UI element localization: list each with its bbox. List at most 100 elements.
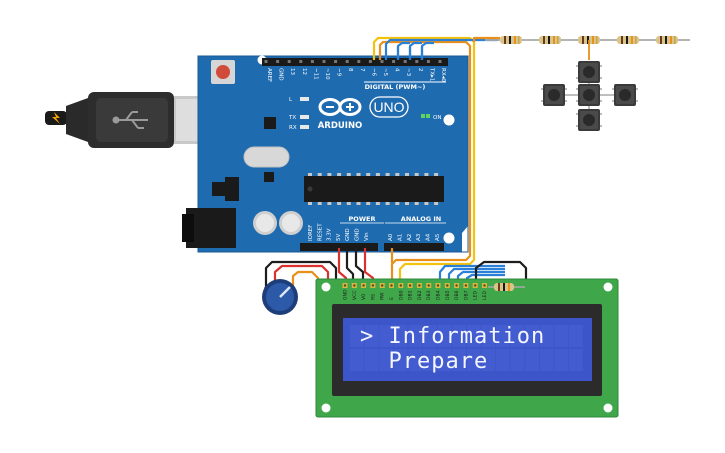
lcd-pin-label: V0 — [361, 294, 367, 300]
power-pin-label: 5V — [336, 234, 342, 241]
digital-pin-label: AREF — [266, 68, 272, 82]
chip-leg — [346, 202, 351, 205]
model-badge: UNO — [369, 96, 409, 118]
digital-pin-label: RX◂0 — [440, 68, 446, 82]
digital-pin — [415, 60, 419, 63]
chip-leg — [375, 173, 380, 176]
mounting-hole — [443, 232, 455, 244]
usb-icon — [112, 111, 148, 129]
digital-pin — [380, 60, 384, 63]
lcd-pin-label: RS — [370, 294, 376, 300]
chip-leg — [414, 173, 419, 176]
button-pad — [541, 40, 638, 131]
led-tx: TX — [288, 115, 309, 121]
digital-pin — [368, 60, 372, 63]
lcd-pin-label: RW — [380, 292, 386, 300]
svg-text:RX: RX — [289, 125, 297, 131]
mounting-hole — [321, 282, 331, 292]
lcd-pin-label: E — [389, 297, 395, 300]
digital-pin — [287, 60, 291, 63]
digital-pin — [392, 60, 396, 63]
chip-leg — [385, 173, 390, 176]
chip-leg — [337, 173, 342, 176]
analog-pin-label: A3 — [416, 233, 422, 241]
power-pin-label: GND — [345, 228, 351, 241]
capacitor — [253, 211, 277, 235]
analog-pin-label: A1 — [397, 234, 403, 241]
usb-cable — [45, 92, 220, 148]
lcd-pin-label: DB4 — [436, 290, 442, 300]
digital-pin — [264, 60, 268, 63]
led-rx: RX — [289, 125, 309, 131]
chip-leg — [424, 202, 429, 205]
atmega-chip — [304, 173, 444, 205]
digital-header-label: DIGITAL (PWM~) — [365, 83, 426, 91]
digital-pin-label: ~6 — [370, 68, 376, 77]
digital-pin-label: 12 — [301, 68, 307, 75]
power-pin-label: IOREF — [308, 225, 314, 241]
analog-header-label: ANALOG IN — [401, 215, 441, 223]
lcd-pin-label: GND — [343, 289, 349, 300]
digital-pin-label: ~3 — [405, 68, 411, 77]
chip-leg — [375, 202, 380, 205]
chip-leg — [424, 173, 429, 176]
resistor — [500, 36, 522, 44]
digital-pin — [357, 60, 361, 63]
analog-pin-label: A2 — [407, 234, 413, 241]
chip-leg — [356, 173, 361, 176]
digital-pin-label: 4 — [394, 68, 400, 72]
potentiometer[interactable] — [262, 279, 298, 315]
reset-button[interactable] — [211, 60, 235, 84]
power-jack — [182, 208, 236, 248]
power-led: ON — [421, 114, 441, 121]
chip-leg — [434, 202, 439, 205]
lcd-pin-label: DB7 — [463, 290, 469, 300]
mounting-hole — [603, 282, 613, 292]
chip-leg — [366, 202, 371, 205]
digital-pin-label: ~5 — [382, 68, 388, 77]
usb-chip — [264, 117, 276, 129]
power-pin-label: Vin — [364, 232, 370, 241]
analog-pin-label: A5 — [435, 233, 441, 241]
digital-pin — [276, 60, 280, 63]
arduino-logo-icon — [318, 98, 362, 116]
chip-leg — [356, 202, 361, 205]
power-header — [300, 243, 378, 251]
chip-leg — [327, 202, 332, 205]
chip-leg — [346, 173, 351, 176]
lcd-pin-label: DB6 — [454, 290, 460, 300]
brand-label: ARDUINO — [318, 121, 363, 131]
digital-pin — [334, 60, 338, 63]
svg-text:ON: ON — [433, 115, 441, 121]
push-button[interactable] — [576, 109, 602, 131]
chip-leg — [414, 202, 419, 205]
chip-leg — [327, 173, 332, 176]
analog-header — [384, 243, 444, 251]
chip-leg — [317, 202, 322, 205]
resistor — [656, 36, 678, 44]
chip-leg — [317, 173, 322, 176]
power-pin-label: 3.3V — [327, 228, 333, 241]
digital-pin — [299, 60, 303, 63]
power-pin-label: GND — [355, 228, 361, 241]
digital-header — [262, 58, 448, 66]
digital-pin-label: 13 — [289, 68, 295, 75]
resistor — [617, 36, 639, 44]
analog-pin-label: A4 — [426, 233, 432, 241]
chip-leg — [308, 202, 312, 205]
push-button[interactable] — [541, 84, 567, 106]
lcd-resistor — [488, 283, 525, 291]
lcd-line-1: > Information — [360, 324, 545, 349]
resistor — [539, 36, 561, 44]
digital-pin-label: TX▸1 — [428, 67, 434, 81]
push-button[interactable] — [612, 84, 638, 106]
lcd-pin-label: DB1 — [408, 290, 414, 300]
digital-pin-label: 7 — [359, 68, 365, 72]
push-button[interactable] — [576, 61, 602, 83]
lcd-pin-label: VCC — [352, 290, 358, 300]
potentiometer-knob-icon — [279, 286, 291, 298]
digital-pin — [426, 60, 430, 63]
push-button[interactable] — [576, 84, 602, 106]
